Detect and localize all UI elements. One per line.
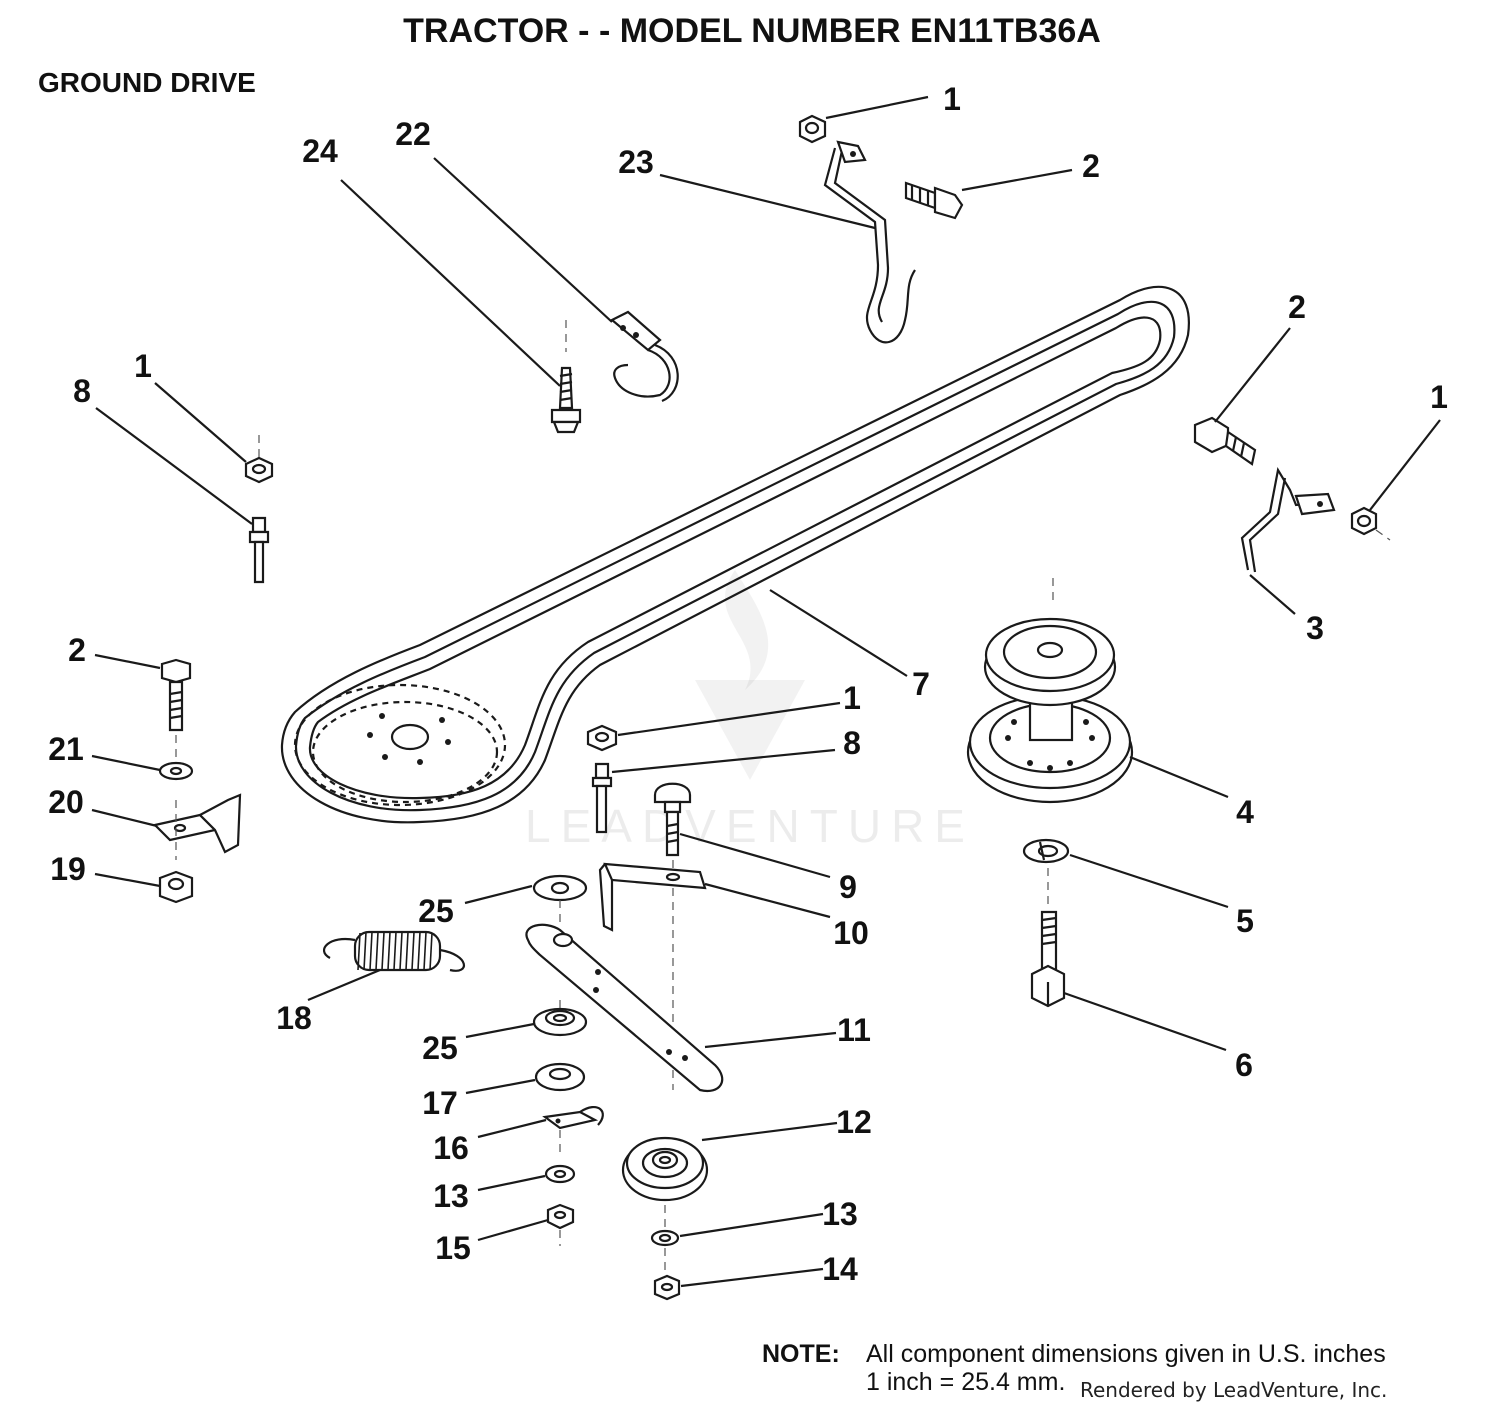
leader-lines: [91, 95, 1441, 1288]
hex-nut-right: [1350, 506, 1391, 541]
leadventure-watermark: LEADVENTURE: [525, 570, 975, 852]
note-block: NOTE: All component dimensions given in …: [762, 1340, 1387, 1402]
double-pulley: [966, 578, 1134, 804]
callout-2-right: 2: [1288, 289, 1306, 325]
bushing-upper: [532, 874, 588, 925]
belt-guide-bracket-left: [152, 793, 242, 860]
bushing-lower: [532, 1000, 588, 1037]
drive-belt: [280, 285, 1190, 824]
callout-16: 16: [433, 1130, 469, 1166]
callout-7: 7: [912, 666, 930, 702]
callout-2-left: 2: [68, 632, 86, 668]
note-line-2: 1 inch = 25.4 mm.: [866, 1368, 1065, 1396]
hex-nut-center: [586, 724, 618, 752]
watermark-text: LEADVENTURE: [525, 800, 975, 852]
callout-25-upper: 25: [418, 893, 454, 929]
hex-bolt-pulley: [1030, 868, 1066, 1008]
carriage-bolt: [653, 782, 692, 1090]
shoulder-bolt-left: [248, 516, 270, 584]
extension-spring: [322, 930, 466, 972]
idler-arm: [525, 923, 724, 1093]
idler-pulley: [621, 1136, 709, 1202]
callout-15: 15: [435, 1230, 471, 1266]
flat-washer-lower-left: [544, 1164, 576, 1184]
callout-1-right: 1: [1430, 379, 1448, 415]
note-line-1: All component dimensions given in U.S. i…: [866, 1340, 1386, 1368]
flat-washer-lower-right: [650, 1205, 680, 1247]
spacer: [534, 1062, 586, 1092]
callout-17: 17: [422, 1085, 458, 1121]
note-label: NOTE:: [762, 1340, 840, 1368]
callout-10: 10: [833, 915, 869, 951]
callout-3: 3: [1306, 610, 1324, 646]
callout-21: 21: [48, 731, 84, 767]
callout-20: 20: [48, 784, 84, 820]
callout-18: 18: [276, 1000, 312, 1036]
section-title: GROUND DRIVE: [38, 67, 256, 98]
callout-8-center: 8: [843, 725, 861, 761]
belt-guide-upper-right: [823, 140, 916, 344]
callout-13-left: 13: [433, 1178, 469, 1214]
callout-24: 24: [302, 133, 338, 169]
hex-nut-lower-right: [653, 1248, 681, 1301]
hex-bolt-top: [904, 181, 964, 220]
callout-13-right: 13: [822, 1196, 858, 1232]
spring-clip: [542, 1106, 604, 1158]
diagram-title: TRACTOR - - MODEL NUMBER EN11TB36A: [403, 12, 1101, 50]
hex-bolt-right: [1193, 416, 1257, 466]
hex-nut-lower-left: [546, 1203, 575, 1246]
callout-14: 14: [822, 1251, 858, 1287]
callout-8-left: 8: [73, 373, 91, 409]
lock-washer: [1022, 838, 1070, 864]
callout-23: 23: [618, 144, 654, 180]
idler-bracket: [598, 862, 707, 932]
flat-washer-left: [158, 761, 194, 781]
callout-12: 12: [836, 1104, 872, 1140]
callout-6: 6: [1235, 1047, 1253, 1083]
callout-4: 4: [1236, 794, 1254, 830]
callout-25-lower: 25: [422, 1030, 458, 1066]
callout-1-center: 1: [843, 680, 861, 716]
hex-nut-left: [244, 435, 274, 484]
callout-5: 5: [1236, 903, 1254, 939]
belt-guide-center: [565, 310, 679, 403]
hex-bolt-left: [160, 658, 192, 760]
shoulder-bolt-center: [591, 762, 613, 834]
belt-guide-right: [1240, 466, 1336, 573]
lock-nut-left: [158, 870, 194, 904]
callout-2-top: 2: [1082, 148, 1100, 184]
callout-19: 19: [50, 851, 86, 887]
self-tapping-screw: [550, 366, 582, 434]
callout-11: 11: [837, 1012, 871, 1048]
callouts: 1 2 23 22 24 2 1 1 8 3 2 7 1 21 8 4 20 1…: [48, 81, 1448, 1287]
hex-nut-top: [798, 114, 827, 144]
callout-9: 9: [839, 869, 857, 905]
render-credit: Rendered by LeadVenture, Inc.: [1080, 1378, 1387, 1402]
callout-1-left: 1: [134, 348, 152, 384]
callout-22: 22: [395, 116, 431, 152]
callout-1-top: 1: [943, 81, 961, 117]
